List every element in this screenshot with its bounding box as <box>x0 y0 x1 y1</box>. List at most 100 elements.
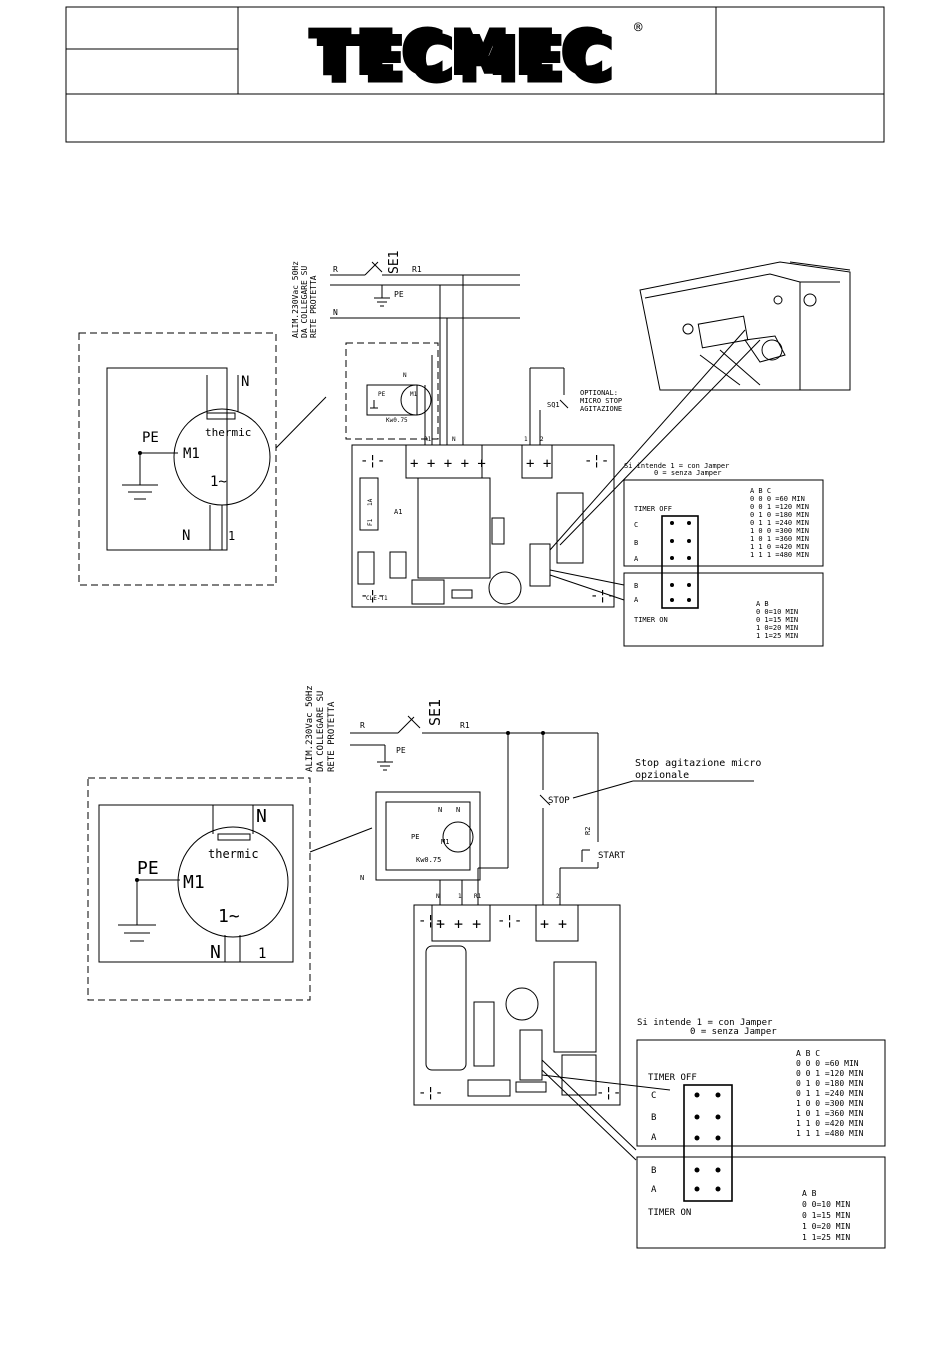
svg-text:-¦-: -¦- <box>360 453 385 469</box>
thermic-label-top: thermic <box>205 426 251 439</box>
svg-text:B: B <box>634 539 638 547</box>
control-board-top <box>351 444 615 608</box>
svg-text:-¦-: -¦- <box>596 1085 621 1101</box>
svg-text:0 0=10 MIN: 0 0=10 MIN <box>756 608 798 616</box>
stop-label: STOP <box>548 796 570 806</box>
svg-text:DA COLLEGARE SU: DA COLLEGARE SU <box>316 691 326 772</box>
jumper-tables-top: Si intende 1 = con Jamper 0 = senza Jamp… <box>623 462 824 647</box>
jumper-pins-top <box>670 521 691 602</box>
svg-text:PE: PE <box>378 391 386 398</box>
svg-text:C: C <box>634 521 638 529</box>
stop-note-1: Stop agitazione micro <box>635 758 761 769</box>
se1-label-bottom: SE1 <box>426 699 444 726</box>
svg-text:1 1=25 MIN: 1 1=25 MIN <box>802 1233 850 1242</box>
svg-text:1 0 0 =300 MIN: 1 0 0 =300 MIN <box>796 1099 864 1108</box>
svg-text:N: N <box>403 372 407 379</box>
control-board-bottom <box>413 904 621 1106</box>
svg-text:B: B <box>634 582 638 590</box>
svg-text:0 1 1 =240 MIN: 0 1 1 =240 MIN <box>796 1089 864 1098</box>
phase-motor-top: 1~ <box>210 474 227 490</box>
svg-text:1 1 1 =480 MIN: 1 1 1 =480 MIN <box>796 1129 864 1138</box>
timer-on-box-top <box>623 572 824 647</box>
jumper-tables-bottom: Si intende 1 = con Jamper 0 = senza Jamp… <box>636 1018 886 1249</box>
jumper-pins-bottom <box>694 1092 721 1192</box>
n-motor-bottom-a: N <box>256 806 267 827</box>
thermic-label-bottom: thermic <box>208 847 259 861</box>
svg-text:0 = senza Jamper: 0 = senza Jamper <box>654 469 721 477</box>
schematic-bottom: ALIM.230Vac 50Hz DA COLLEGARE SU RETE PR… <box>305 685 761 1161</box>
svg-text:+ + +: + + + <box>436 915 481 933</box>
supply-label-bottom: ALIM.230Vac 50Hz DA COLLEGARE SU RETE PR… <box>305 685 337 772</box>
svg-text:0 1 0 =180 MIN: 0 1 0 =180 MIN <box>750 511 809 519</box>
svg-text:-¦-: -¦- <box>418 913 443 929</box>
svg-text:1A: 1A <box>367 498 374 506</box>
supply-label-top: ALIM.230Vac 50Hz DA COLLEGARE SU RETE PR… <box>291 261 318 338</box>
svg-text:0 1=15 MIN: 0 1=15 MIN <box>802 1211 850 1220</box>
pe-label-bottom: PE <box>396 746 406 755</box>
m1-motor-bottom: M1 <box>183 872 205 893</box>
r1-label-top: R1 <box>412 265 422 274</box>
svg-text:1 0 0 =300 MIN: 1 0 0 =300 MIN <box>750 527 809 535</box>
svg-text:0 0 1 =120 MIN: 0 0 1 =120 MIN <box>750 503 809 511</box>
svg-text:N: N <box>456 806 460 814</box>
pe-label-top: PE <box>394 290 404 299</box>
svg-text:-¦-: -¦- <box>497 913 522 929</box>
title-block <box>65 6 885 143</box>
svg-text:N: N <box>452 436 456 443</box>
svg-text:1 1=25 MIN: 1 1=25 MIN <box>756 632 798 640</box>
svg-text:A B: A B <box>802 1189 817 1198</box>
svg-text:F1: F1 <box>367 518 374 526</box>
svg-text:RETE PROTETTA: RETE PROTETTA <box>327 701 337 772</box>
svg-text:PE: PE <box>411 833 419 841</box>
svg-text:TIMER ON: TIMER ON <box>634 616 668 624</box>
svg-text:2: 2 <box>556 893 560 900</box>
svg-text:0 0 0 =60 MIN: 0 0 0 =60 MIN <box>796 1059 859 1068</box>
start-label: START <box>598 851 626 861</box>
svg-text:Kw0.75: Kw0.75 <box>386 417 408 424</box>
svg-text:1 1 1 =480 MIN: 1 1 1 =480 MIN <box>750 551 809 559</box>
svg-text:A B C: A B C <box>796 1049 820 1058</box>
logo-shadow: TECMEC <box>318 23 618 96</box>
svg-text:B: B <box>651 1113 656 1123</box>
svg-text:MICRO STOP: MICRO STOP <box>580 397 622 405</box>
svg-text:0 1 0 =180 MIN: 0 1 0 =180 MIN <box>796 1079 864 1088</box>
svg-text:RETE PROTETTA: RETE PROTETTA <box>309 275 318 338</box>
one-motor-bottom: 1 <box>258 946 266 962</box>
m1-motor-top: M1 <box>183 446 200 462</box>
svg-text:Si intende 1 = con Jamper: Si intende 1 = con Jamper <box>637 1018 773 1028</box>
pe-motor-bottom: PE <box>137 858 159 879</box>
svg-text:A: A <box>634 596 639 604</box>
timer-off-box-top <box>623 479 824 567</box>
svg-text:AGITAZIONE: AGITAZIONE <box>580 405 622 413</box>
a1-label: A1 <box>394 508 402 516</box>
svg-text:0 0 0 =60 MIN: 0 0 0 =60 MIN <box>750 495 805 503</box>
svg-text:DA COLLEGARE SU: DA COLLEGARE SU <box>300 266 309 338</box>
n-motor-bottom-b: N <box>210 942 221 963</box>
svg-text:0 0=10 MIN: 0 0=10 MIN <box>802 1200 850 1209</box>
timer-off-box-bottom <box>636 1039 886 1147</box>
svg-text:+ +: + + <box>540 915 567 933</box>
motor-bottom: thermic PE M1 N N 1 1~ <box>87 777 311 1001</box>
logo-text: TECMEC <box>309 16 609 89</box>
svg-text:-¦-: -¦- <box>590 588 615 604</box>
schematic-top: ALIM.230Vac 50Hz DA COLLEGARE SU RETE PR… <box>275 251 761 608</box>
svg-text:0 1=15 MIN: 0 1=15 MIN <box>756 616 798 624</box>
phase-motor-bottom: 1~ <box>218 906 240 927</box>
svg-text:N: N <box>438 806 442 814</box>
svg-text:1 0 1 =360 MIN: 1 0 1 =360 MIN <box>750 535 809 543</box>
svg-text:ALIM.230Vac 50Hz: ALIM.230Vac 50Hz <box>305 685 315 772</box>
svg-text:R1: R1 <box>474 893 482 900</box>
n-motor-top-a: N <box>241 374 249 390</box>
svg-text:M1: M1 <box>441 838 449 846</box>
timer-on-box-bottom <box>636 1156 886 1249</box>
svg-text:N: N <box>436 893 440 900</box>
svg-text:M1: M1 <box>410 391 418 398</box>
svg-text:1: 1 <box>524 436 528 443</box>
svg-text:1 0=20 MIN: 1 0=20 MIN <box>756 624 798 632</box>
svg-text:-¦-: -¦- <box>584 453 609 469</box>
one-motor-top: 1 <box>228 529 235 543</box>
svg-text:1 1 0 =420 MIN: 1 1 0 =420 MIN <box>796 1119 864 1128</box>
svg-text:OPTIONAL:: OPTIONAL: <box>580 389 618 397</box>
svg-text:0 0 1 =120 MIN: 0 0 1 =120 MIN <box>796 1069 864 1078</box>
